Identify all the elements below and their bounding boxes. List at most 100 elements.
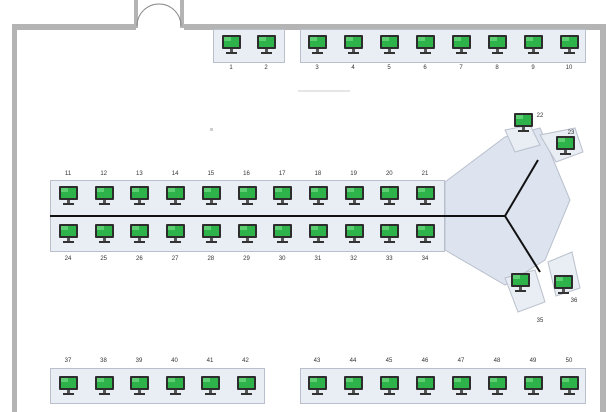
workstation-monitor-icon[interactable] <box>379 223 400 243</box>
workstation-number: 47 <box>457 358 465 364</box>
workstation-monitor-icon[interactable] <box>487 34 508 54</box>
workstation-monitor-icon[interactable] <box>94 375 115 395</box>
workstation-number: 13 <box>136 171 143 177</box>
workstation-monitor-icon[interactable] <box>559 34 580 54</box>
workstation-number: 33 <box>385 256 393 262</box>
workstation-number: 34 <box>421 256 429 262</box>
workstation-number: 18 <box>314 171 322 177</box>
workstation-monitor-icon[interactable] <box>415 185 436 205</box>
workstation-monitor-icon[interactable] <box>165 223 186 243</box>
workstation-monitor-icon[interactable] <box>129 223 150 243</box>
workstation-monitor-icon[interactable] <box>553 274 574 294</box>
workstation-monitor-icon[interactable] <box>559 375 580 395</box>
workstation-monitor-icon[interactable] <box>308 223 329 243</box>
workstation-number: 7 <box>459 65 463 71</box>
workstation-monitor-icon[interactable] <box>94 185 115 205</box>
workstation-monitor-icon[interactable] <box>513 112 534 132</box>
workstation-monitor-icon[interactable] <box>165 185 186 205</box>
workstation-monitor-icon[interactable] <box>256 34 277 54</box>
workstation-monitor-icon[interactable] <box>236 375 257 395</box>
workstation-number: 23 <box>567 130 575 136</box>
workstation-number: 15 <box>207 171 215 177</box>
workstation-number: 42 <box>242 358 249 364</box>
workstation-monitor-icon[interactable] <box>555 135 576 155</box>
workstation-monitor-icon[interactable] <box>523 375 544 395</box>
workstation-monitor-icon[interactable] <box>58 375 79 395</box>
workstation-monitor-icon[interactable] <box>344 185 365 205</box>
workstation-monitor-icon[interactable] <box>379 34 400 54</box>
workstation-number: 22 <box>536 113 544 119</box>
workstation-monitor-icon[interactable] <box>307 375 328 395</box>
workstation-monitor-icon[interactable] <box>94 223 115 243</box>
workstation-monitor-icon[interactable] <box>308 185 329 205</box>
workstation-number: 32 <box>350 256 357 262</box>
workstation-monitor-icon[interactable] <box>272 223 293 243</box>
workstation-number: 39 <box>135 358 143 364</box>
workstation-monitor-icon[interactable] <box>58 185 79 205</box>
workstation-number: 44 <box>349 358 357 364</box>
workstation-number: 4 <box>351 65 355 71</box>
workstation-monitor-icon[interactable] <box>510 272 531 292</box>
workstation-number: 31 <box>314 256 322 262</box>
workstation-number: 40 <box>171 358 178 364</box>
workstation-number: 28 <box>207 256 215 262</box>
workstation-monitor-icon[interactable] <box>379 375 400 395</box>
network-cable-branch-up <box>504 159 539 217</box>
faint-mark <box>210 128 213 131</box>
workstation-number: 36 <box>570 298 578 304</box>
door-jamb-right <box>180 0 184 28</box>
workstation-number: 43 <box>313 358 321 364</box>
workstation-number: 5 <box>387 65 391 71</box>
double-door-icon[interactable] <box>136 0 182 28</box>
workstation-number: 30 <box>278 256 286 262</box>
workstation-monitor-icon[interactable] <box>379 185 400 205</box>
workstation-number: 19 <box>350 171 357 177</box>
workstation-monitor-icon[interactable] <box>129 375 150 395</box>
workstation-monitor-icon[interactable] <box>523 34 544 54</box>
workstation-monitor-icon[interactable] <box>344 223 365 243</box>
workstation-number: 3 <box>315 65 319 71</box>
workstation-number: 50 <box>565 358 573 364</box>
workstation-monitor-icon[interactable] <box>451 375 472 395</box>
workstation-monitor-icon[interactable] <box>272 185 293 205</box>
workstation-monitor-icon[interactable] <box>165 375 186 395</box>
workstation-monitor-icon[interactable] <box>237 223 258 243</box>
workstation-monitor-icon[interactable] <box>237 185 258 205</box>
workstation-monitor-icon[interactable] <box>487 375 508 395</box>
wall-right <box>600 24 606 412</box>
faint-mark <box>298 90 350 92</box>
workstation-number: 48 <box>493 358 501 364</box>
workstation-number: 26 <box>136 256 143 262</box>
workstation-number: 6 <box>423 65 427 71</box>
workstation-number: 25 <box>100 256 108 262</box>
workstation-number: 37 <box>64 358 72 364</box>
workstation-number: 24 <box>64 256 72 262</box>
wall-top-left <box>12 24 136 30</box>
desk-group-bottom-left <box>50 368 265 404</box>
workstation-number: 14 <box>171 171 179 177</box>
workstation-monitor-icon[interactable] <box>58 223 79 243</box>
workstation-monitor-icon[interactable] <box>307 34 328 54</box>
workstation-number: 29 <box>243 256 250 262</box>
workstation-number: 46 <box>421 358 429 364</box>
workstation-monitor-icon[interactable] <box>451 34 472 54</box>
network-cable-branch-down <box>504 215 541 273</box>
workstation-monitor-icon[interactable] <box>343 375 364 395</box>
workstation-number: 10 <box>565 65 573 71</box>
workstation-number: 38 <box>100 358 107 364</box>
workstation-monitor-icon[interactable] <box>200 375 221 395</box>
workstation-monitor-icon[interactable] <box>221 34 242 54</box>
workstation-number: 27 <box>171 256 179 262</box>
workstation-monitor-icon[interactable] <box>343 34 364 54</box>
workstation-number: 12 <box>100 171 108 177</box>
workstation-number: 1 <box>229 65 233 71</box>
workstation-monitor-icon[interactable] <box>201 223 222 243</box>
door-jamb-left <box>134 0 138 28</box>
workstation-monitor-icon[interactable] <box>415 375 436 395</box>
workstation-monitor-icon[interactable] <box>415 223 436 243</box>
workstation-monitor-icon[interactable] <box>415 34 436 54</box>
workstation-monitor-icon[interactable] <box>129 185 150 205</box>
workstation-monitor-icon[interactable] <box>201 185 222 205</box>
